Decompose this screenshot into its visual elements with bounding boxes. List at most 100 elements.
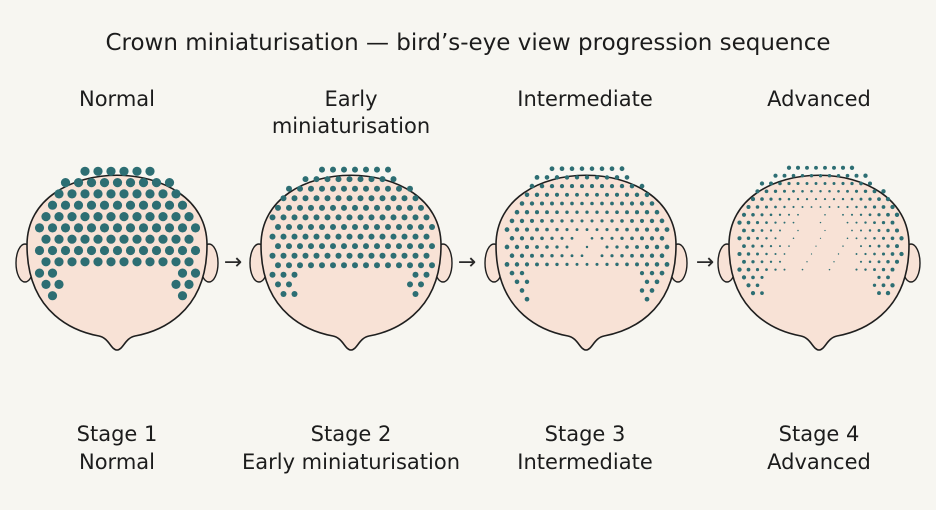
hair-dot xyxy=(313,233,320,240)
hair-dot xyxy=(855,205,858,209)
hair-dot xyxy=(313,214,320,221)
hair-dot xyxy=(600,236,604,240)
hair-dot xyxy=(846,205,849,209)
hair-dot xyxy=(47,291,58,301)
hair-dot xyxy=(565,210,569,214)
hair-dot xyxy=(899,236,904,241)
hair-dot xyxy=(190,245,201,256)
hair-dot xyxy=(407,204,413,211)
hair-dot xyxy=(575,228,579,232)
hair-dot xyxy=(742,228,746,233)
hair-dot xyxy=(73,178,84,188)
hair-dot xyxy=(302,176,309,183)
hair-dot xyxy=(519,218,525,224)
hair-dot xyxy=(534,175,540,180)
hair-dot xyxy=(407,224,413,230)
hair-dot xyxy=(324,233,331,240)
hair-dot xyxy=(363,224,369,230)
hair-dot xyxy=(890,220,895,225)
hair-dot xyxy=(138,200,149,210)
hair-dot xyxy=(504,262,510,267)
hair-dot xyxy=(605,210,609,214)
hair-dot xyxy=(765,237,768,240)
hair-dot xyxy=(86,223,97,233)
hair-dot xyxy=(544,175,550,180)
hair-dot xyxy=(330,185,336,192)
hair-dot xyxy=(590,201,594,206)
hair-dot xyxy=(644,296,650,302)
hair-dot xyxy=(555,210,559,215)
hair-dot xyxy=(579,166,585,171)
hair-dot xyxy=(545,210,549,215)
hair-dot xyxy=(819,237,822,239)
hair-dot xyxy=(138,223,149,233)
stage-label: Early miniaturisation xyxy=(271,87,431,138)
hair-dot xyxy=(291,291,298,297)
hair-dot xyxy=(828,206,831,208)
hair-dot xyxy=(787,197,791,201)
hair-dot xyxy=(514,262,520,267)
hair-dot xyxy=(570,201,574,206)
hair-dot xyxy=(635,262,639,267)
hair-dot xyxy=(379,233,386,240)
hair-dot xyxy=(859,197,863,201)
hair-dot xyxy=(423,214,430,221)
hair-dot xyxy=(514,244,520,250)
hair-dot xyxy=(112,223,123,233)
hair-dot xyxy=(854,189,859,193)
hair-dot xyxy=(778,260,782,263)
hair-dot xyxy=(550,236,554,240)
hair-dot xyxy=(868,213,872,217)
hair-dot xyxy=(659,218,665,224)
hair-dot xyxy=(895,244,899,249)
hair-dot xyxy=(644,279,650,285)
hair-dot xyxy=(390,252,397,259)
hair-dot xyxy=(319,185,325,192)
hair-dot xyxy=(859,229,863,232)
hair-dot xyxy=(899,251,904,257)
hair-dot xyxy=(873,221,876,225)
hair-dot xyxy=(184,279,194,289)
hair-dot xyxy=(363,262,369,269)
hair-dot xyxy=(280,271,287,278)
hair-dot xyxy=(555,245,559,249)
hair-dot xyxy=(390,176,397,183)
hair-dot xyxy=(164,200,175,210)
hair-dot xyxy=(554,192,560,197)
hair-dot xyxy=(620,219,624,223)
hair-dot xyxy=(751,213,755,217)
hair-dot xyxy=(555,262,559,267)
hair-dot xyxy=(335,176,342,183)
hair-dot xyxy=(570,219,574,223)
hair-dot xyxy=(886,244,890,248)
hair-dot xyxy=(805,165,809,170)
hair-dot xyxy=(335,252,342,259)
hair-dot xyxy=(519,270,525,276)
hair-dot xyxy=(269,252,276,259)
hair-dot xyxy=(324,252,331,259)
hair-dot xyxy=(374,166,380,173)
hair-dot xyxy=(569,166,575,171)
hair-dot xyxy=(877,229,881,232)
hair-dot xyxy=(783,221,786,224)
hair-dot xyxy=(313,252,320,259)
hair-dot xyxy=(819,190,822,193)
hair-dot xyxy=(769,181,773,186)
hair-dot xyxy=(774,268,777,271)
hair-dot xyxy=(423,233,430,240)
hair-dot xyxy=(346,176,353,183)
hair-dot xyxy=(54,212,64,222)
hair-dot xyxy=(54,279,64,289)
hair-dot xyxy=(60,178,71,188)
stage-caption-4: Stage 4 Advanced xyxy=(767,422,871,474)
hair-dot xyxy=(330,262,336,269)
hair-dot xyxy=(529,183,535,189)
hair-dot xyxy=(773,173,778,178)
hair-dot xyxy=(47,245,58,256)
hair-dot xyxy=(620,236,624,241)
hair-dot xyxy=(792,237,795,240)
hair-dot xyxy=(67,212,77,222)
hair-dot xyxy=(171,212,181,222)
hair-dot xyxy=(634,192,640,198)
hair-dot xyxy=(80,257,90,267)
